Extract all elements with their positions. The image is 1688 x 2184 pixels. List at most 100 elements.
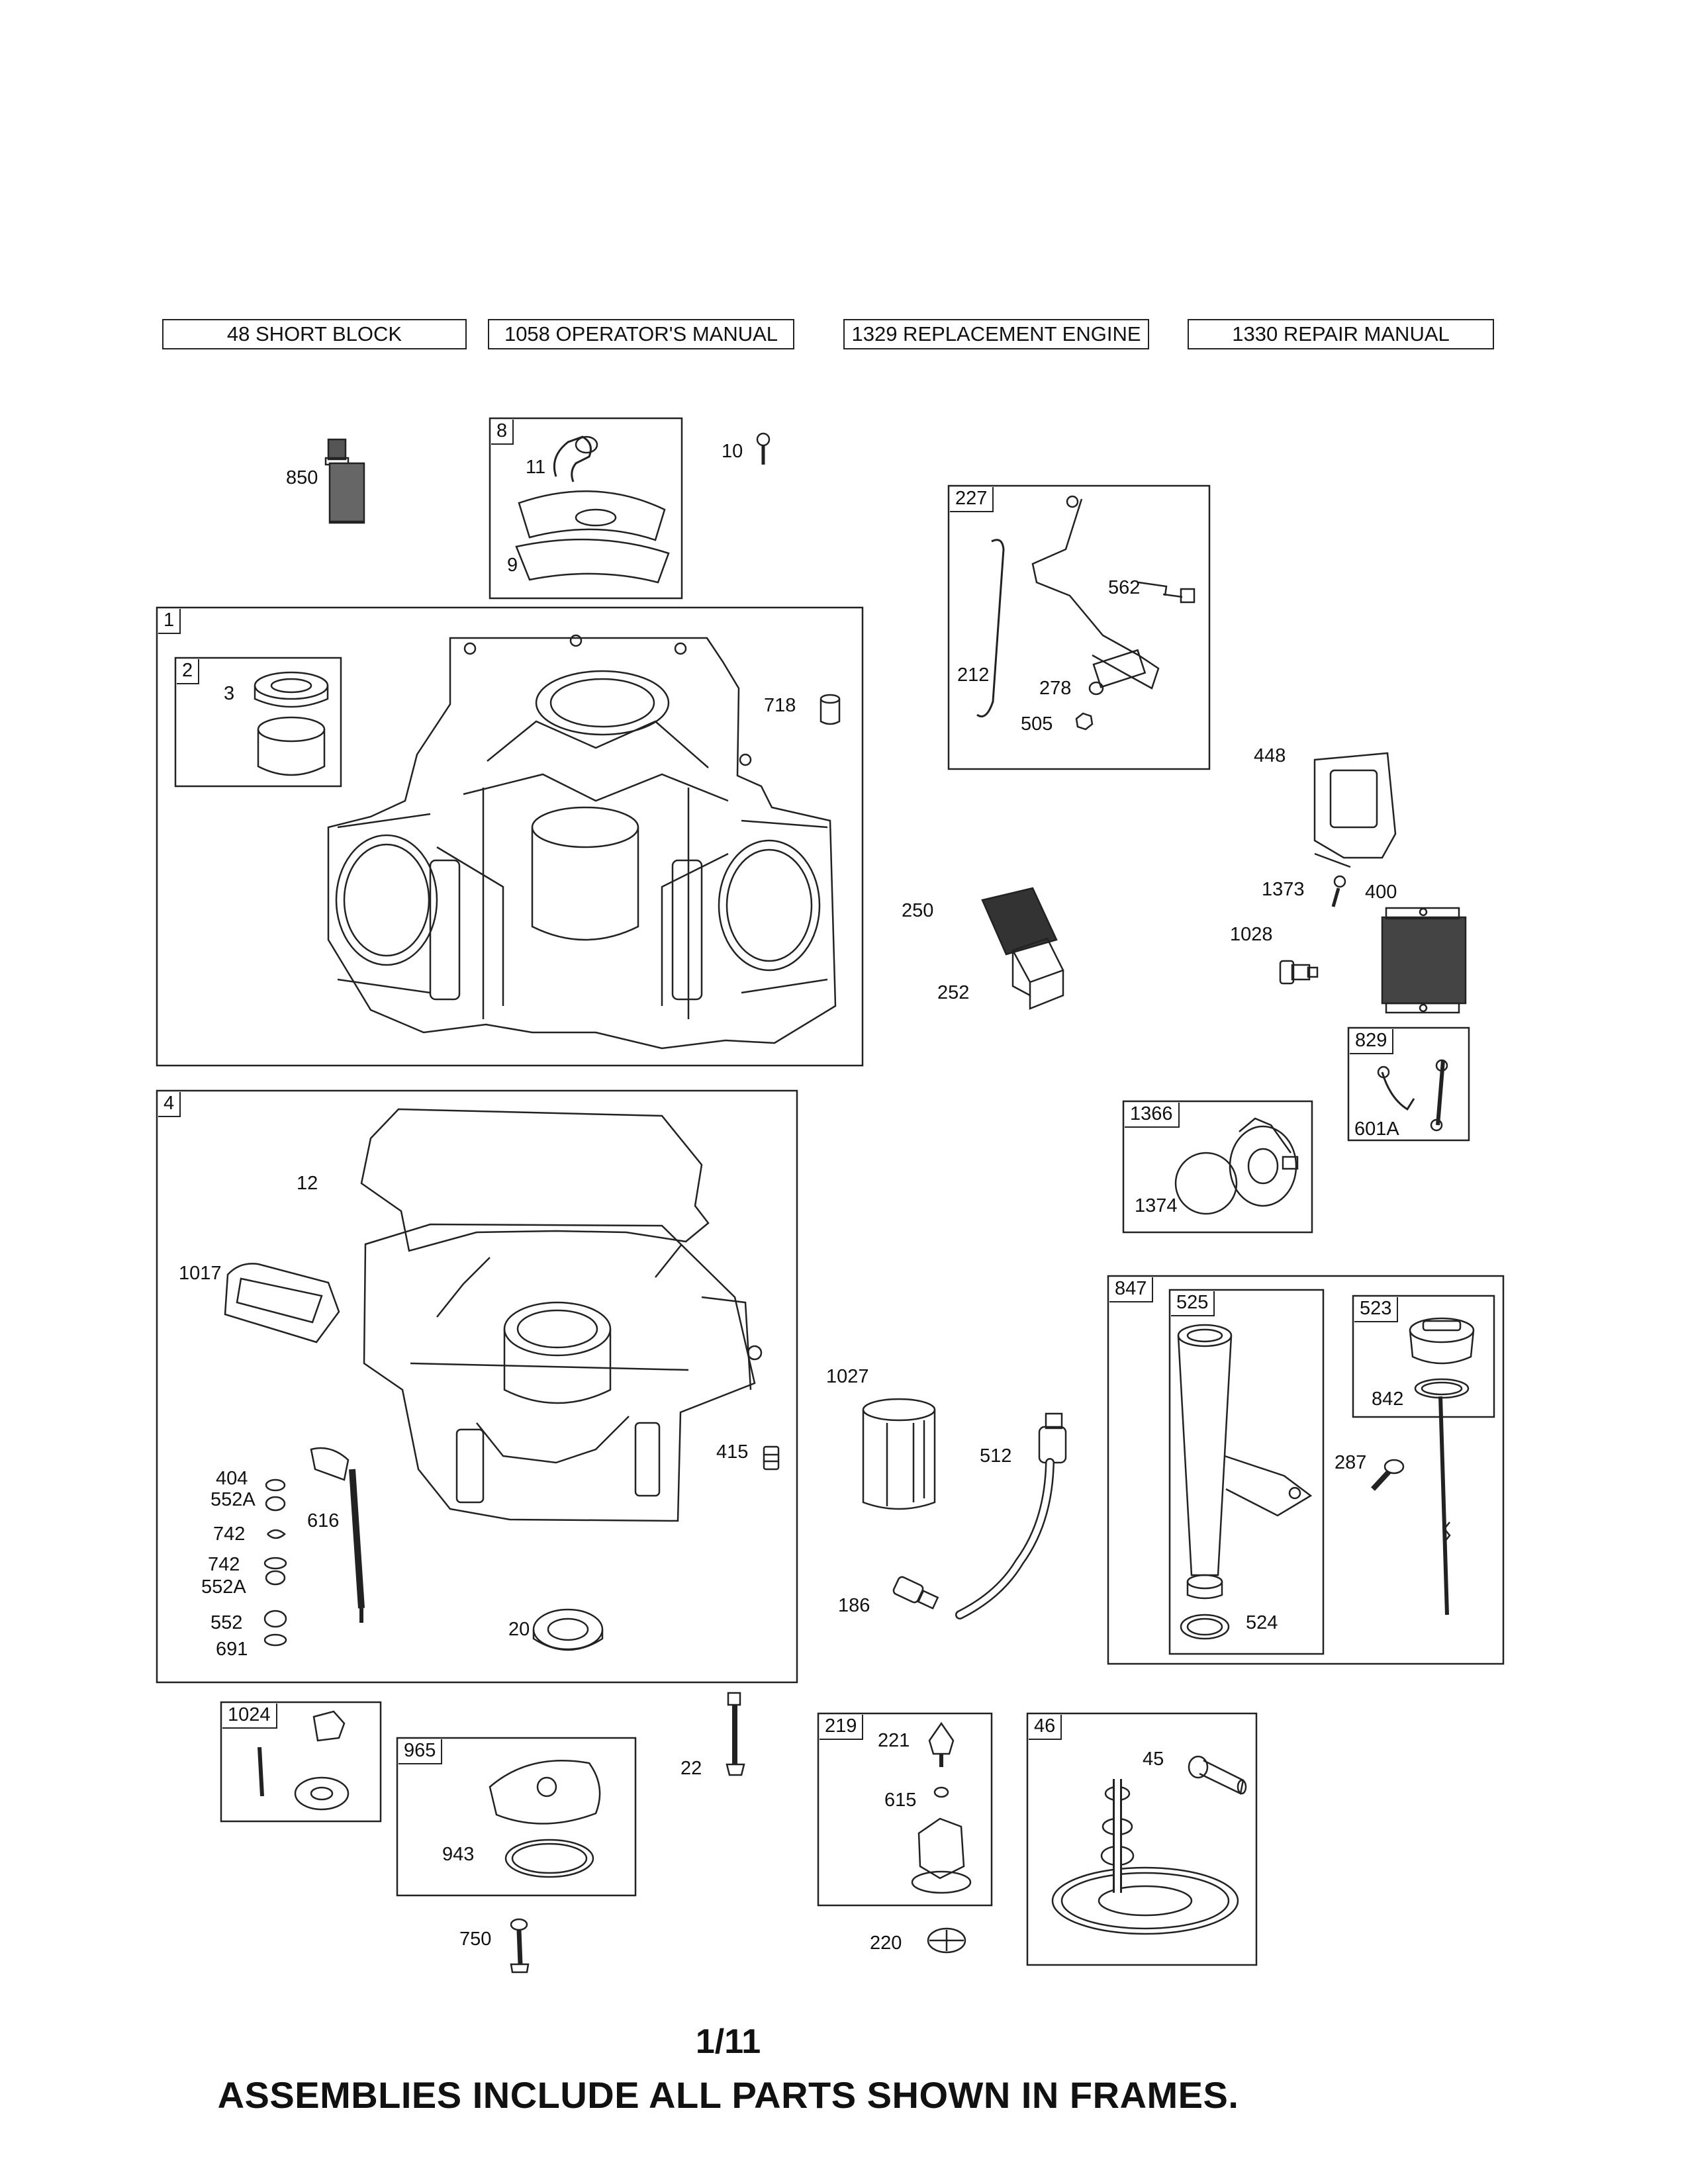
footer-note: ASSEMBLIES INCLUDE ALL PARTS SHOWN IN FR… [217, 2074, 1239, 2116]
frame-label-1: 1 [158, 609, 181, 634]
dipstick-523 [1409, 1317, 1475, 1615]
frame-1366 [1122, 1100, 1313, 1234]
part-label-601A: 601A [1354, 1118, 1399, 1140]
part-label-252: 252 [937, 982, 970, 1003]
part-label-287: 287 [1335, 1452, 1367, 1473]
frame-label-1024: 1024 [222, 1704, 277, 1729]
part-label-562: 562 [1108, 577, 1141, 598]
part-label-552A-lower: 552A [201, 1576, 246, 1598]
frame-label-965: 965 [399, 1739, 443, 1764]
crankcase-cover-4 [360, 1108, 763, 1522]
part-label-943: 943 [442, 1844, 475, 1865]
screw-10 [756, 432, 771, 465]
screw-750 [510, 1918, 530, 1974]
screw-1373 [1331, 875, 1346, 907]
part-label-1373: 1373 [1262, 879, 1305, 900]
oil-cooler-bracket-448 [1313, 752, 1397, 868]
frame-label-8: 8 [491, 420, 514, 445]
frame-8 [489, 417, 683, 600]
part-label-1017: 1017 [179, 1263, 222, 1284]
part-label-12: 12 [297, 1173, 318, 1194]
governor-shaft-616 [310, 1447, 365, 1623]
seal-and-sleeve-2 [254, 671, 329, 776]
cylinder-block-1 [327, 634, 837, 1050]
bolt-22 [726, 1692, 745, 1776]
part-label-512: 512 [980, 1445, 1012, 1467]
part-label-415: 415 [716, 1441, 749, 1463]
o-ring-524 [1180, 1614, 1230, 1640]
dipstick-tube-525 [1177, 1324, 1313, 1600]
part-label-552: 552 [211, 1612, 243, 1633]
oil-seal-20 [532, 1608, 604, 1651]
part-label-742-upper: 742 [213, 1524, 246, 1545]
frame-label-2: 2 [177, 659, 200, 684]
frame-label-847: 847 [1109, 1277, 1154, 1302]
cover-plate-1017 [224, 1263, 340, 1343]
hose-with-clamps-829 [1377, 1059, 1448, 1132]
header-ref-repair-manual: 1330 REPAIR MANUAL [1188, 319, 1494, 349]
part-label-615: 615 [884, 1790, 917, 1811]
frame-label-523: 523 [1354, 1297, 1399, 1322]
frame-label-1366: 1366 [1125, 1103, 1180, 1128]
part-label-842: 842 [1372, 1388, 1404, 1410]
part-label-11: 11 [526, 457, 546, 478]
oil-filter-adapter-1366 [1174, 1117, 1299, 1215]
frame-label-219: 219 [820, 1715, 864, 1740]
part-label-186: 186 [838, 1595, 870, 1616]
governor-bracket-227 [976, 495, 1196, 731]
screw-287 [1371, 1459, 1405, 1491]
frame-829 [1347, 1026, 1470, 1142]
page-number: 1/11 [695, 2023, 761, 2061]
part-label-400: 400 [1365, 882, 1397, 903]
part-label-45: 45 [1143, 1749, 1164, 1770]
frame-label-829: 829 [1350, 1029, 1394, 1054]
part-label-1027: 1027 [826, 1366, 869, 1387]
oil-cooler-400 [1381, 907, 1467, 1014]
frame-1024 [220, 1701, 382, 1823]
part-label-3: 3 [224, 683, 235, 704]
part-label-220: 220 [870, 1933, 902, 1954]
frame-label-227: 227 [950, 487, 994, 512]
part-label-750: 750 [459, 1929, 492, 1950]
frame-2 [174, 657, 342, 788]
frame-525 [1168, 1289, 1325, 1655]
part-label-404: 404 [216, 1468, 248, 1489]
frame-4 [156, 1089, 798, 1684]
pipe-plug-415 [763, 1445, 780, 1471]
part-label-250: 250 [902, 900, 934, 921]
frame-1 [156, 606, 864, 1067]
part-label-9: 9 [507, 555, 518, 576]
breather-assembly-8 [515, 435, 670, 584]
part-label-20: 20 [508, 1619, 530, 1640]
frame-label-525: 525 [1171, 1291, 1215, 1316]
frame-227 [947, 484, 1211, 770]
oil-pump-rotor-1024 [258, 1710, 350, 1811]
part-label-718: 718 [764, 695, 796, 716]
header-ref-short-block: 48 SHORT BLOCK [162, 319, 467, 349]
frame-523 [1352, 1295, 1495, 1418]
part-label-10: 10 [722, 441, 743, 462]
foam-block-252 [1011, 937, 1064, 1010]
breather-hose-512 [955, 1412, 1067, 1619]
frame-219 [817, 1712, 993, 1907]
governor-gear-219 [911, 1721, 972, 1894]
part-label-448: 448 [1254, 745, 1286, 766]
header-ref-operators-manual: 1058 OPERATOR'S MANUAL [488, 319, 794, 349]
part-label-742-lower: 742 [208, 1554, 240, 1575]
frame-965 [396, 1737, 637, 1897]
fitting-1028 [1279, 960, 1319, 985]
part-label-691: 691 [216, 1639, 248, 1660]
part-label-524: 524 [1246, 1612, 1278, 1633]
pin-45 [1188, 1755, 1247, 1795]
governor-small-parts [263, 1479, 287, 1647]
sealant-tube-850 [324, 438, 365, 524]
camshaft-46 [1051, 1779, 1239, 1935]
part-label-552A-upper: 552A [211, 1489, 256, 1510]
dowel-pin-718 [820, 694, 841, 725]
part-label-212: 212 [957, 664, 990, 686]
part-label-22: 22 [680, 1758, 702, 1779]
part-label-1028: 1028 [1230, 924, 1273, 945]
pump-cover-965 [489, 1759, 601, 1878]
oil-filter-1027 [862, 1398, 936, 1510]
